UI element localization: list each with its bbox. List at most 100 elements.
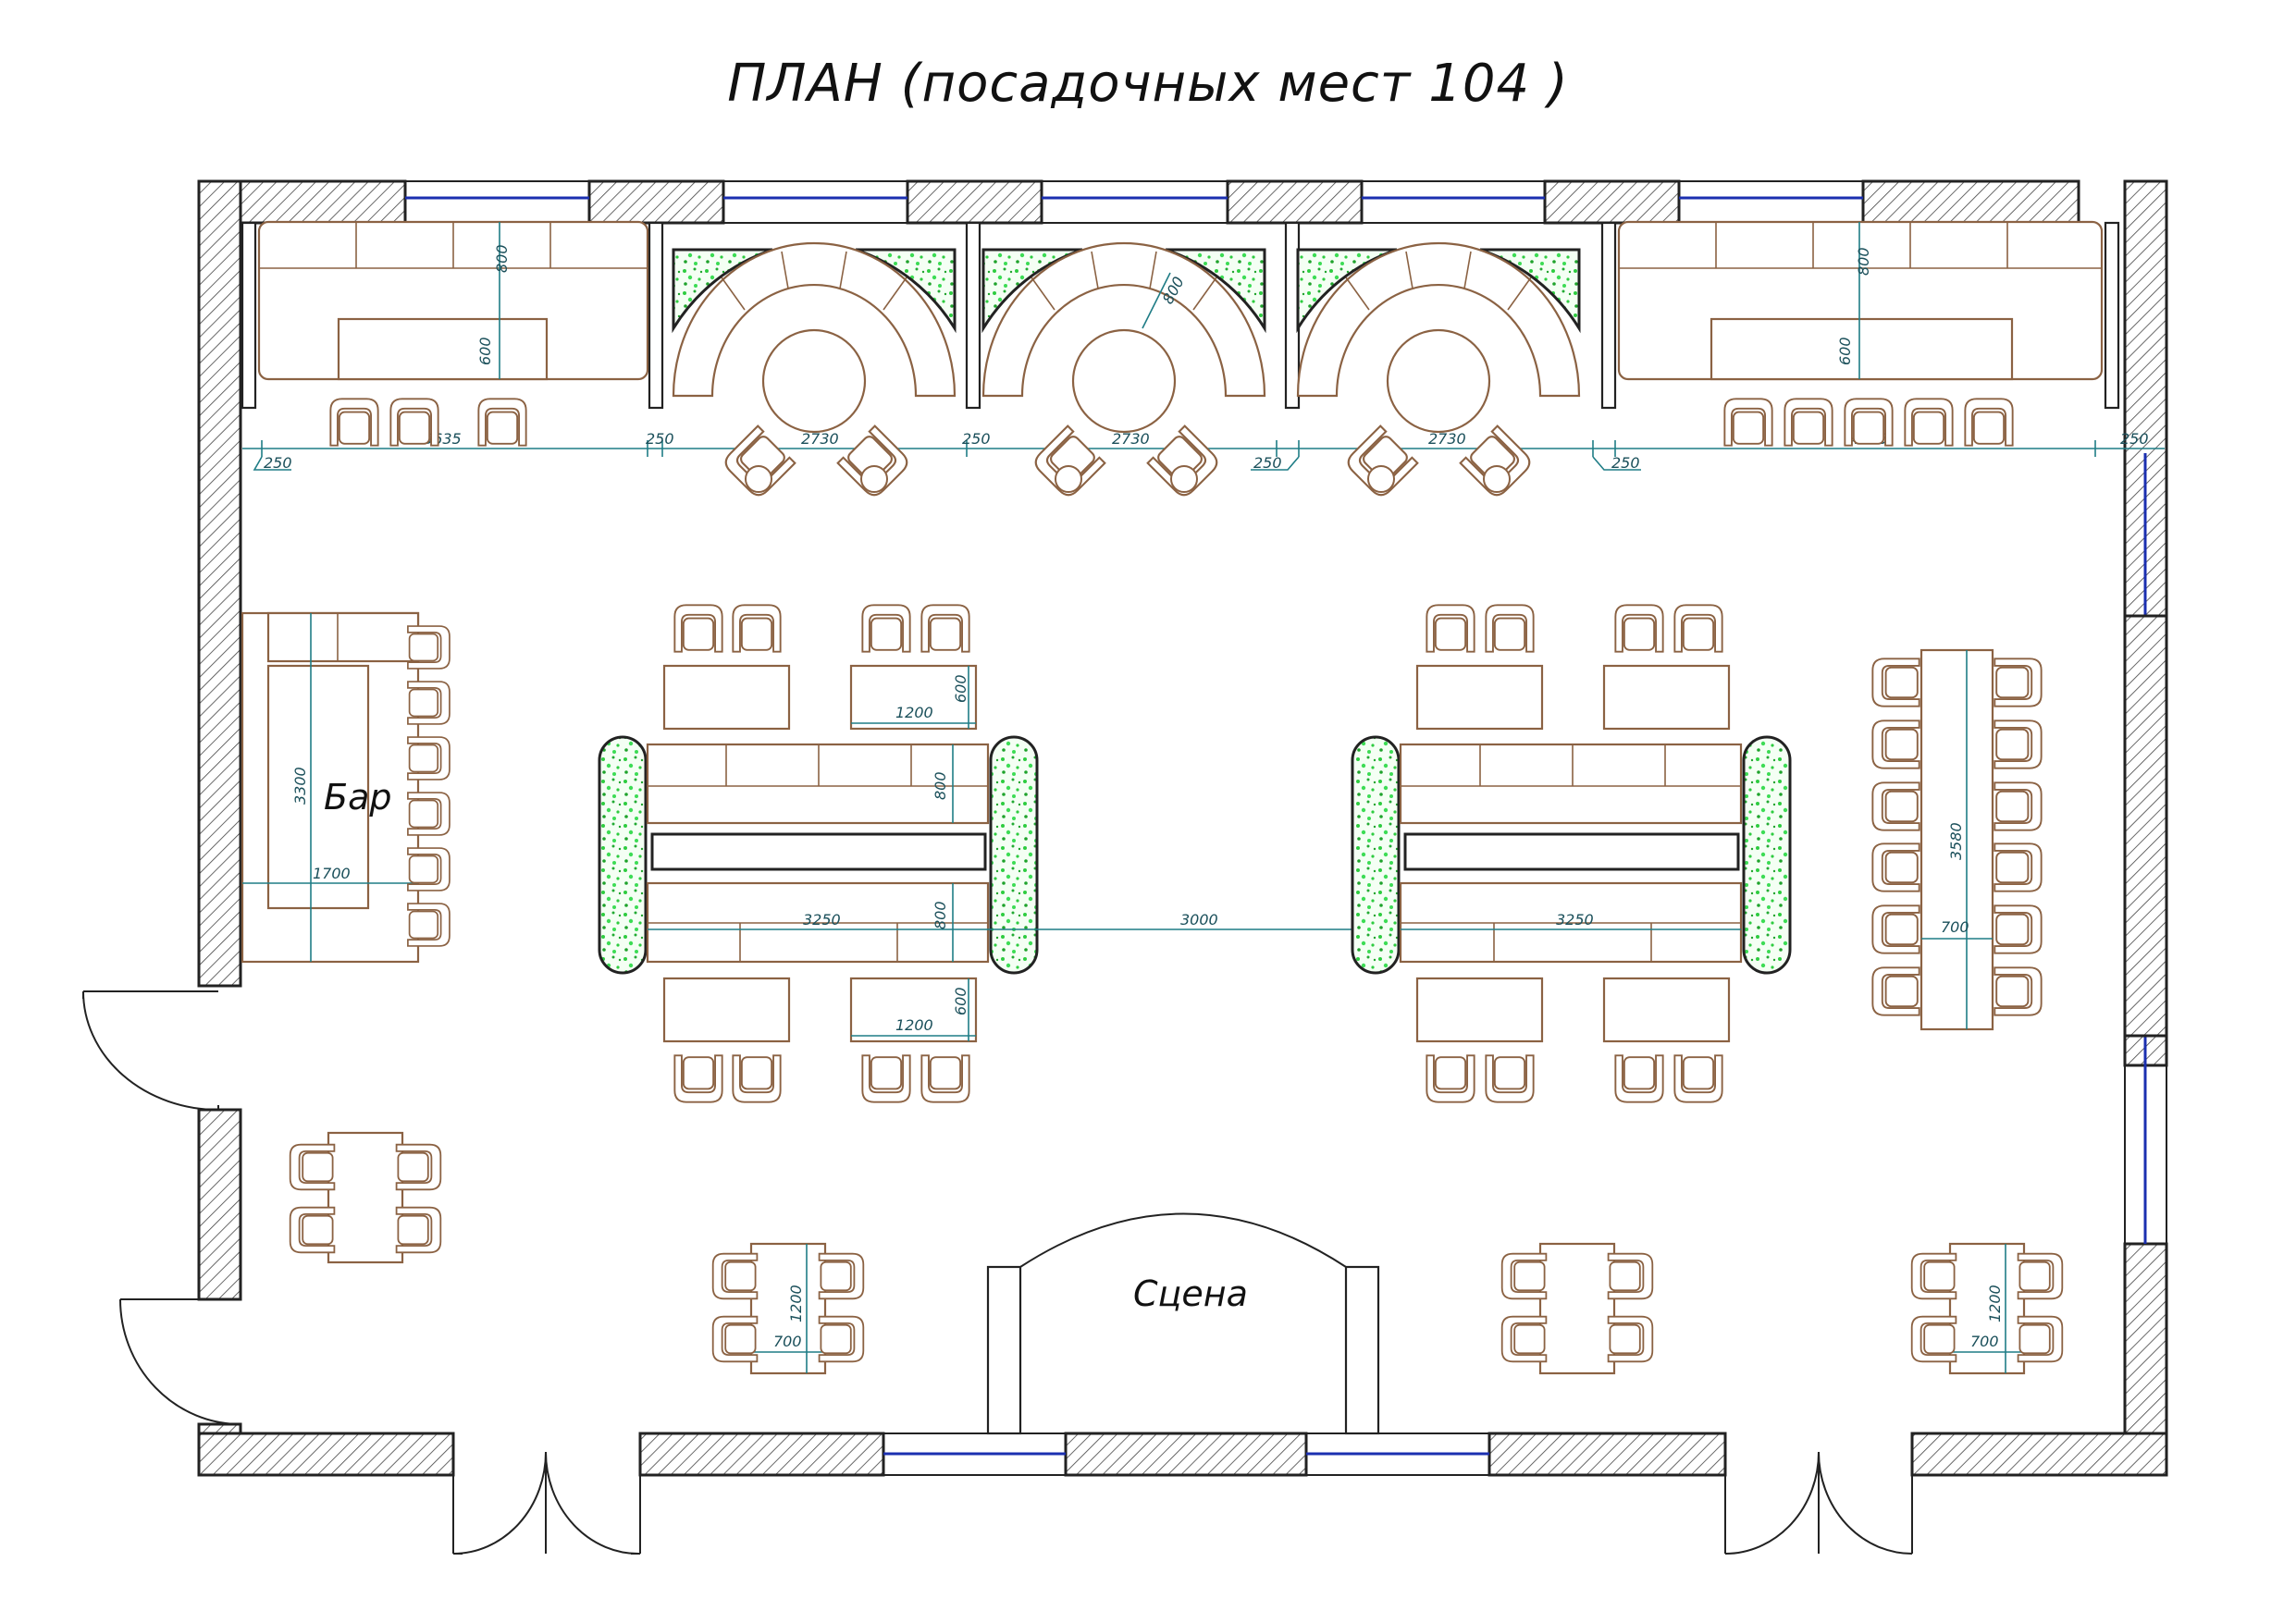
wall-segment [197,1108,242,1301]
booth-1 [672,241,957,434]
dim-label: 1200 [895,1016,933,1034]
chair [1994,842,2043,892]
chair [1500,1252,1548,1300]
chair [289,1143,336,1191]
chair [1614,1054,1664,1103]
wall-segment [1543,179,1681,225]
dim-label: 1200 [787,1285,805,1322]
top-left-sofa-set: 800 600 [257,220,649,381]
chair-cushion [1367,465,1395,493]
plan-title: ПЛАН (посадочных мест 104 ) [727,54,1569,114]
chair [329,398,379,447]
dim-label: 250 [646,430,674,448]
chair [407,681,451,725]
chair [2017,1252,2064,1300]
table [1602,977,1731,1043]
chair [732,1054,782,1103]
chair [407,736,451,781]
dim-label: 800 [932,771,949,800]
chair [711,1315,759,1363]
stage-label: Сцена [1133,1273,1248,1314]
chair [1994,966,2043,1016]
dim-label: 250 [1611,454,1640,472]
dim-label: 800 [1855,247,1872,276]
chair-cushion [1170,465,1198,493]
chair [1459,424,1531,497]
chair [1500,1315,1548,1363]
wall-segment [197,1432,455,1477]
chair [1784,398,1833,447]
chair [407,847,451,891]
bar-label: Бар [324,777,391,818]
booth-3 [1296,241,1581,434]
dim-label: 3250 [803,911,841,928]
chair [673,1054,723,1103]
wall-segment [1910,1432,2168,1477]
dim-label: 250 [962,430,991,448]
wall-segment [197,179,242,988]
wall-segment [1064,1432,1308,1477]
chair [1485,604,1535,653]
table [1602,664,1731,731]
dim-label: 2730 [1112,430,1150,448]
chair [1994,658,2043,707]
chair [1844,398,1894,447]
chair [1994,719,2043,769]
chair [1607,1252,1654,1300]
chair [289,1206,336,1254]
chair [1871,904,1920,954]
walls [197,179,2168,1477]
chair [920,604,970,653]
chair-cushion [860,465,888,493]
chair [673,604,723,653]
wall-segment [2123,614,2168,1038]
stage: Сцена [986,1212,1380,1435]
central-island-right: 3250 [1351,735,1792,975]
chair [861,604,911,653]
chair [1871,966,1920,1016]
chair [711,1252,759,1300]
top-partitions [241,221,2120,410]
dim-label: 3000 [1180,911,1218,928]
dim-label: 1200 [1986,1285,2004,1322]
booths: 800 [672,241,1581,434]
dim-label: 3300 [291,767,309,805]
table [1415,977,1544,1043]
wall-segment [638,1432,885,1477]
dim-label: 250 [2120,430,2149,448]
partition [2104,221,2120,410]
chair [732,604,782,653]
dim-label: 3580 [1947,822,1965,860]
chair [477,398,527,447]
chair [1994,781,2043,831]
chair-cushion [1055,465,1082,493]
dim-label: 700 [773,1333,802,1350]
doors [82,990,1913,1555]
chair [1607,1315,1654,1363]
dim-label: 3250 [1556,911,1594,928]
wall-segment [1226,179,1364,225]
dim-label: 2730 [1428,430,1466,448]
chair [1485,1054,1535,1103]
small-tables: 1200 700 1200 700 [327,1131,2026,1375]
chairs [289,398,2064,1363]
chair [1426,1054,1475,1103]
wall-segment [1487,1432,1727,1477]
chair [1614,604,1664,653]
central-island-left: 800 800 3250 3000 [598,735,1360,975]
dim-label: 600 [952,987,969,1015]
partition [1600,221,1617,410]
chair [1904,398,1954,447]
bar-counter: 3300 1700 Бар [241,611,420,964]
chair [1871,781,1920,831]
wall-segment [1861,179,2080,225]
chair [1673,604,1723,653]
wall-segment [587,179,725,225]
dim-label: 800 [932,901,949,929]
partition [241,221,257,410]
dim-label: 1200 [895,704,933,721]
central-tables: 1200 600 1200 600 [662,664,1731,1043]
chair [1723,398,1773,447]
dim-label: 600 [952,674,969,703]
chair [395,1143,442,1191]
